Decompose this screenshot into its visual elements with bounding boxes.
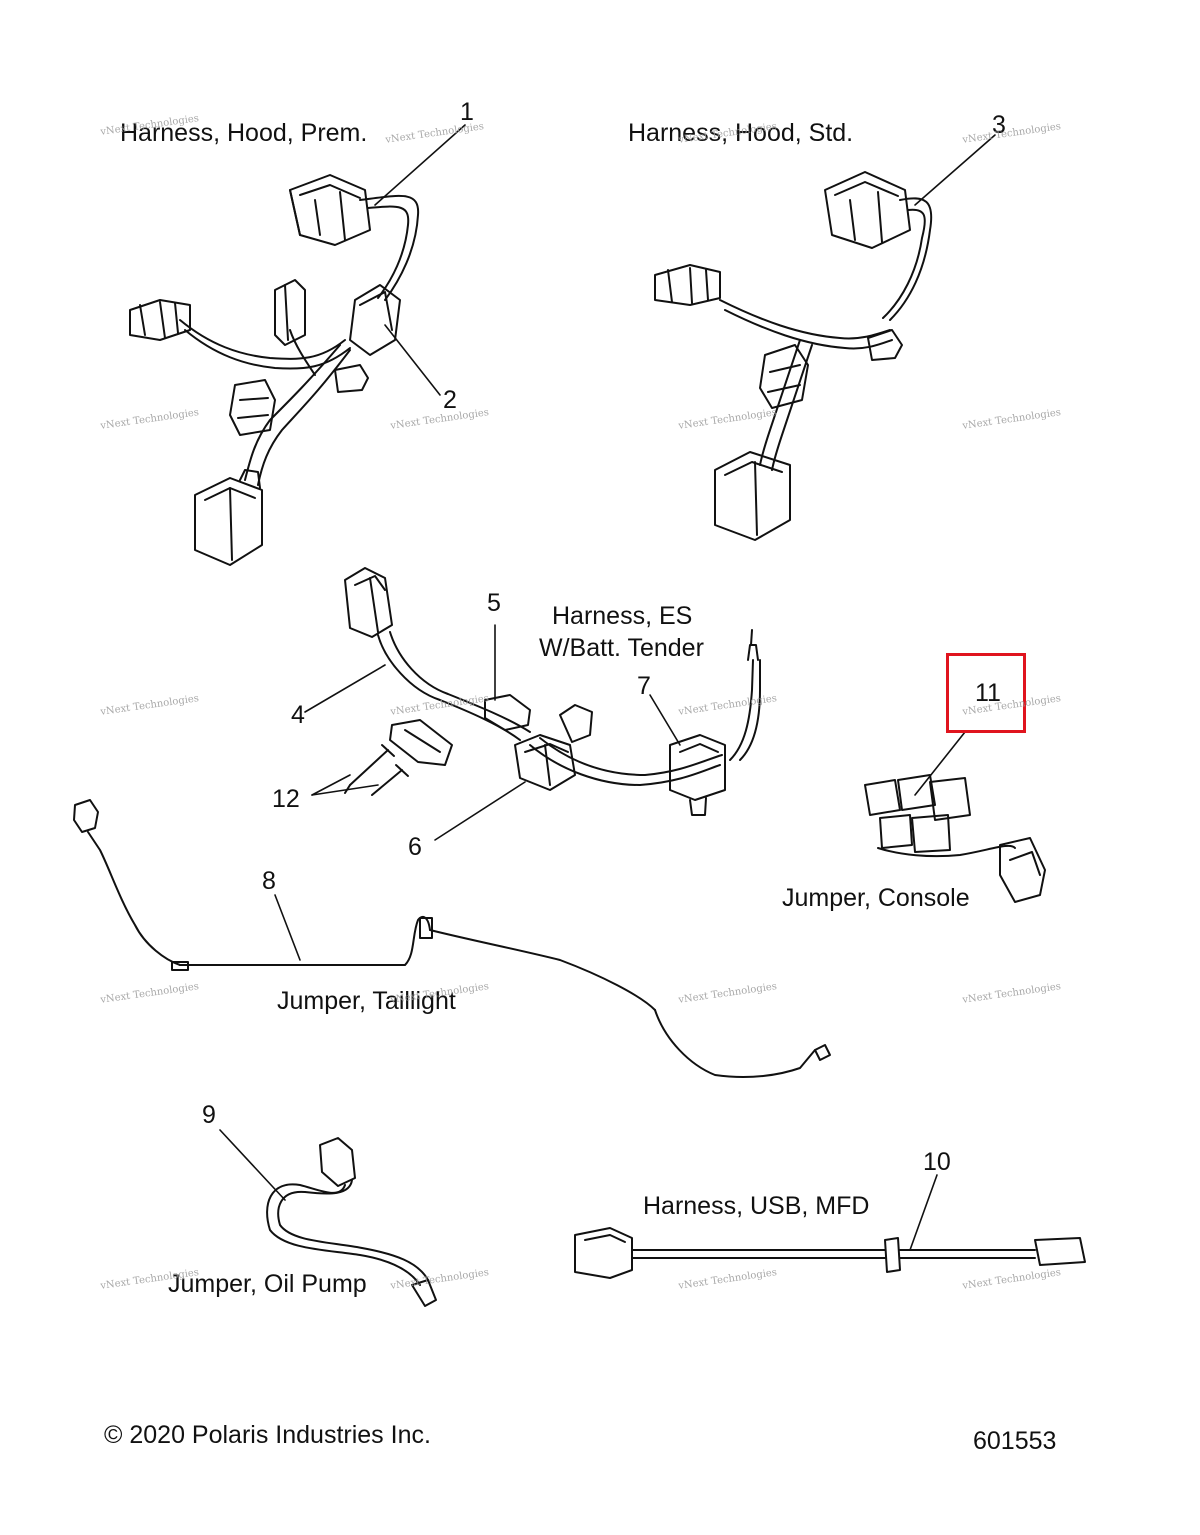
label-hood-std: Harness, Hood, Std. — [628, 119, 854, 147]
usb-harness — [574, 1227, 1086, 1279]
callout-5: 5 — [487, 589, 501, 617]
taillight-jumper — [73, 799, 831, 1079]
callout-9: 9 — [202, 1101, 216, 1129]
part-number: 601553 — [973, 1427, 1057, 1455]
callout-11: 11 — [975, 679, 1001, 707]
callout-1: 1 — [460, 98, 474, 126]
es-harness — [344, 567, 761, 816]
callout-6: 6 — [408, 833, 422, 861]
callout-8: 8 — [262, 867, 276, 895]
label-es-line1: Harness, ES — [552, 602, 693, 630]
oil-pump-jumper — [266, 1137, 437, 1307]
copyright-text: © 2020 Polaris Industries Inc. — [104, 1421, 431, 1449]
label-usb: Harness, USB, MFD — [643, 1192, 870, 1220]
callout-2: 2 — [443, 386, 457, 414]
label-es-line2: W/Batt. Tender — [539, 634, 704, 662]
callout-3: 3 — [992, 111, 1006, 139]
label-console: Jumper, Console — [782, 884, 970, 912]
label-oil-pump: Jumper, Oil Pump — [168, 1270, 367, 1298]
leader-lines — [219, 124, 996, 1251]
callout-10: 10 — [923, 1148, 951, 1176]
highlight-box-callout-11 — [946, 653, 1026, 733]
callout-7: 7 — [637, 672, 651, 700]
hood-std-harness — [654, 171, 933, 541]
callout-12: 12 — [272, 785, 300, 813]
label-taillight: Jumper, Taillight — [277, 987, 456, 1015]
console-jumper — [864, 774, 1046, 903]
hood-prem-harness — [129, 174, 420, 566]
label-hood-prem: Harness, Hood, Prem. — [120, 119, 368, 147]
callout-4: 4 — [291, 701, 305, 729]
